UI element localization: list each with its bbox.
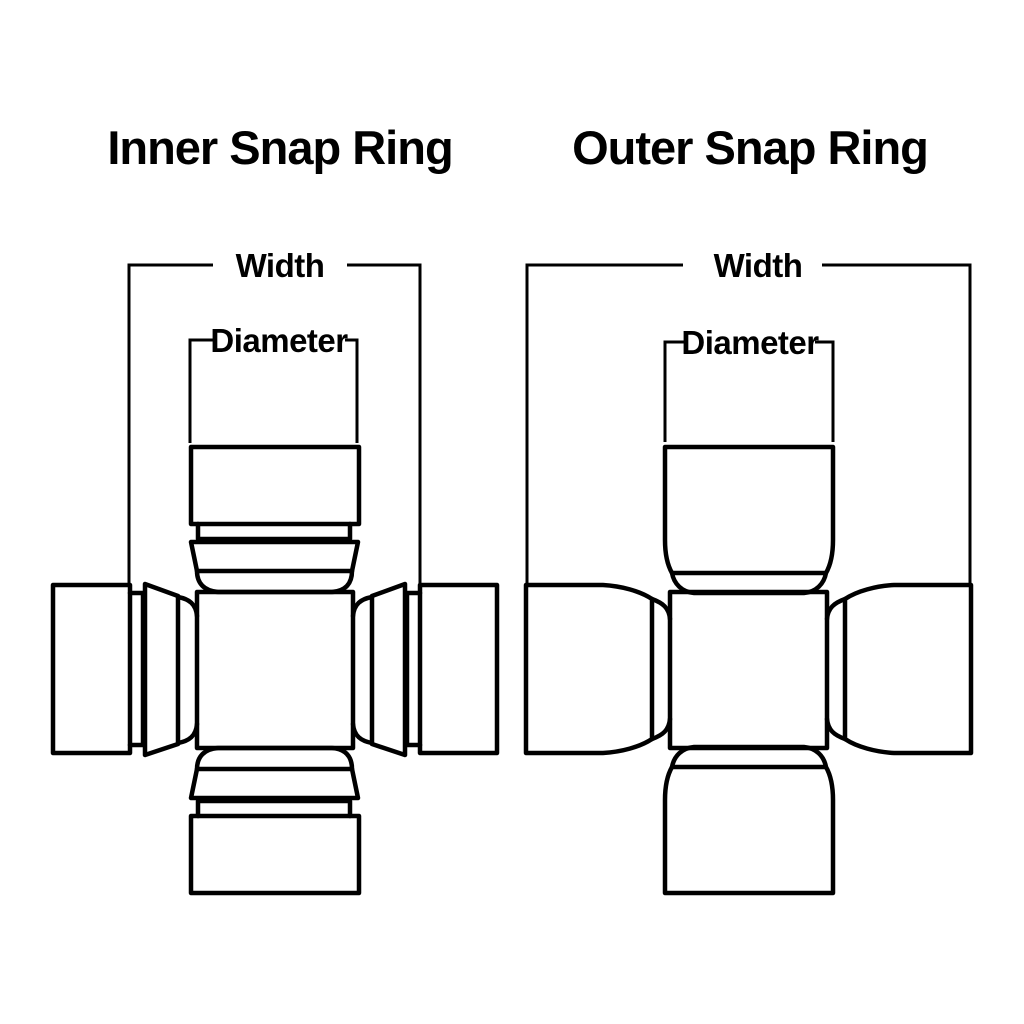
inner-right-arm [350,581,500,758]
top-skirt [194,568,355,595]
inner-width-label: Width [236,247,325,284]
outer-left-arm [523,582,673,756]
right-neck-bottom-fillet [350,721,375,746]
right-neck-top-fillet [824,596,848,622]
left-neck-top-fillet [649,596,673,622]
outer-width-bracket: Width [525,247,972,584]
bottom-skirt [194,745,355,772]
left-collar [142,581,181,758]
outer-bottom-arm [662,744,836,896]
outer-center-body [667,589,830,751]
inner-left-arm [50,581,200,758]
bottom-collar [188,766,361,801]
bottom-bearing-cap [188,813,362,896]
width-bracket-left-arm [127,263,213,583]
inner-width-bracket: Width [127,247,422,584]
right-neck-bottom-fillet [824,716,848,742]
bottom-snap-ring [195,798,353,819]
diameter-bracket-left-arm [663,340,687,442]
width-bracket-left-arm [525,263,683,583]
outer-top-arm [662,444,836,596]
outer-diameter-bracket: Diameter [663,324,835,442]
top-bearing-cap [188,444,362,527]
top-bearing-cap [662,444,836,596]
inner-diameter-bracket: Diameter [188,322,359,443]
diameter-bracket-left-arm [188,338,215,443]
width-bracket-right-arm [822,263,972,584]
inner-diameter-label: Diameter [210,322,348,359]
bottom-bearing-cap [662,744,836,896]
inner-snap-ring-title: Inner Snap Ring [107,121,452,174]
inner-bottom-arm [188,745,362,896]
inner-top-arm [188,444,362,595]
left-neck-bottom-fillet [649,716,673,742]
top-collar [188,539,361,574]
outer-snap-ring-diagram: Outer Snap Ring Width Diameter [523,121,974,896]
left-bearing-cap [523,582,655,756]
diameter-bracket-right-arm [815,340,835,442]
right-bearing-cap [417,582,500,756]
left-bearing-cap [50,582,133,756]
outer-snap-ring-title: Outer Snap Ring [572,121,928,174]
left-neck-top-fillet [175,594,200,619]
diameter-bracket-right-arm [345,338,359,443]
width-bracket-right-arm [347,263,422,584]
right-collar [369,581,408,758]
right-neck-top-fillet [350,594,375,619]
right-bearing-cap [842,582,974,756]
outer-right-arm [824,582,974,756]
inner-center-body [194,589,356,751]
left-neck-bottom-fillet [175,721,200,746]
outer-width-label: Width [714,247,803,284]
outer-diameter-label: Diameter [681,324,819,361]
inner-snap-ring-diagram: Inner Snap Ring Width Diameter [50,121,500,896]
top-snap-ring [195,521,353,542]
